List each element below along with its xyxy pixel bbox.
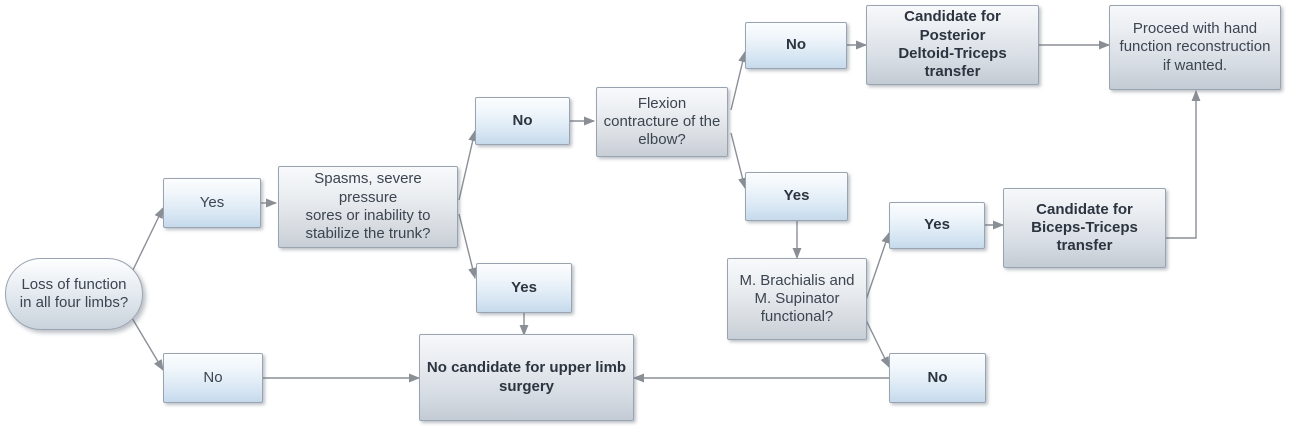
node-yes-2-label: Yes [511, 278, 537, 296]
node-posterior-deltoid-triceps-label: Candidate for Posterior Deltoid-Triceps … [898, 8, 1007, 81]
node-posterior-deltoid-triceps[interactable]: Candidate for Posterior Deltoid-Triceps … [866, 5, 1039, 85]
node-spasms-question-label: Spasms, severe pressure sores or inabili… [305, 170, 431, 243]
node-proceed-hand-function-label: Proceed with hand function reconstructio… [1119, 20, 1271, 74]
node-no-3-label: No [786, 36, 806, 54]
node-yes-3-label: Yes [783, 187, 810, 205]
node-biceps-triceps-transfer-label: Candidate for Biceps-Triceps transfer [1031, 200, 1138, 255]
node-start-label: Loss of function in all four limbs? [19, 275, 129, 311]
node-no-candidate-upper-limb-surgery[interactable]: No candidate for upper limb surgery [419, 334, 634, 421]
node-no-2[interactable]: No [475, 97, 570, 145]
node-yes-1-label: Yes [199, 193, 225, 211]
node-proceed-hand-function[interactable]: Proceed with hand function reconstructio… [1109, 5, 1281, 90]
edge-brachialis-to-yes4 [865, 231, 890, 301]
node-yes-1[interactable]: Yes [163, 178, 261, 228]
node-no-3[interactable]: No [745, 22, 847, 69]
edge-start-to-no1 [131, 317, 164, 371]
node-flexion-question[interactable]: Flexion contracture of the elbow? [596, 87, 728, 157]
edge-start-to-yes1 [131, 206, 164, 273]
node-no-4-label: No [927, 368, 948, 386]
node-brachialis-supinator-question-label: M. Brachialis and M. Supinator functiona… [739, 271, 855, 326]
node-no-candidate-upper-limb-surgery-label: No candidate for upper limb surgery [426, 359, 627, 395]
edge-spasms-to-no2 [458, 129, 478, 201]
node-yes-4-label: Yes [924, 216, 950, 234]
edge-brachialis-to-no4 [865, 319, 890, 369]
node-yes-2[interactable]: Yes [476, 263, 572, 313]
node-biceps-triceps-transfer[interactable]: Candidate for Biceps-Triceps transfer [1003, 188, 1166, 268]
edge-flexion-to-yes3 [730, 132, 747, 190]
node-start[interactable]: Loss of function in all four limbs? [5, 258, 143, 330]
node-no-1-label: No [203, 368, 223, 386]
edge-spasms-to-yes2 [458, 213, 477, 280]
node-no-4[interactable]: No [889, 353, 986, 403]
node-no-1[interactable]: No [163, 353, 263, 403]
edge-flexion-to-no3 [730, 50, 747, 111]
node-spasms-question[interactable]: Spasms, severe pressure sores or inabili… [278, 166, 458, 248]
node-brachialis-supinator-question[interactable]: M. Brachialis and M. Supinator functiona… [727, 258, 867, 340]
node-flexion-question-label: Flexion contracture of the elbow? [603, 94, 721, 149]
node-no-2-label: No [512, 111, 533, 129]
edge-biceps-to-proceed [1166, 89, 1201, 239]
node-yes-3[interactable]: Yes [745, 172, 848, 221]
node-yes-4[interactable]: Yes [889, 202, 985, 249]
